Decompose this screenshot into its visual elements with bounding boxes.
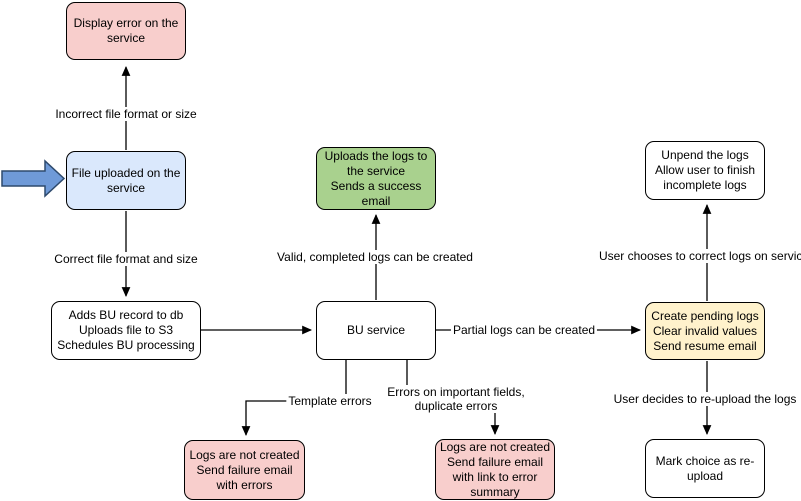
node-file-uploaded-label: File uploaded on the service bbox=[71, 165, 181, 195]
node-schedule-processing: Adds BU record to db Uploads file to S3 … bbox=[51, 301, 201, 360]
node-failure-template-label: Logs are not created Send failure email … bbox=[189, 447, 300, 492]
edge-label-partial-logs: Partial logs can be created bbox=[450, 323, 598, 337]
node-failure-fields-label: Logs are not created Send failure email … bbox=[439, 439, 551, 499]
node-bu-service-label: BU service bbox=[346, 323, 405, 337]
edge-label-correct-file: Correct file format and size bbox=[52, 252, 200, 266]
edge-label-incorrect-file: Incorrect file format or size bbox=[53, 107, 199, 121]
node-file-uploaded: File uploaded on the service bbox=[66, 151, 186, 210]
node-schedule-processing-label: Adds BU record to db Uploads file to S3 … bbox=[57, 308, 195, 352]
node-upload-success-label: Uploads the logs to the service Sends a … bbox=[324, 148, 428, 208]
node-mark-reupload-label: Mark choice as re-upload bbox=[655, 453, 755, 483]
node-create-pending: Create pending logs Clear invalid values… bbox=[645, 302, 765, 360]
node-bu-service: BU service bbox=[316, 301, 436, 360]
edge-label-valid-logs: Valid, completed logs can be created bbox=[275, 250, 475, 264]
node-mark-reupload: Mark choice as re-upload bbox=[645, 439, 765, 498]
edge-label-choose-correct: User chooses to correct logs on service bbox=[596, 249, 801, 263]
node-unpend-logs: Unpend the logs Allow user to finish inc… bbox=[645, 141, 765, 200]
edge-label-reupload: User decides to re-upload the logs bbox=[611, 392, 799, 406]
edge-label-important-errors: Errors on important fields, duplicate er… bbox=[379, 385, 533, 413]
node-create-pending-label: Create pending logs Clear invalid values… bbox=[651, 308, 759, 353]
node-display-error-label: Display error on the service bbox=[73, 16, 179, 45]
input-arrow-icon bbox=[1, 159, 66, 198]
node-upload-success: Uploads the logs to the service Sends a … bbox=[316, 147, 436, 210]
node-unpend-logs-label: Unpend the logs Allow user to finish inc… bbox=[654, 148, 756, 192]
edge-label-template-errors: Template errors bbox=[286, 394, 374, 408]
node-display-error: Display error on the service bbox=[66, 2, 186, 60]
node-failure-template: Logs are not created Send failure email … bbox=[184, 440, 305, 500]
node-failure-fields: Logs are not created Send failure email … bbox=[435, 439, 555, 500]
